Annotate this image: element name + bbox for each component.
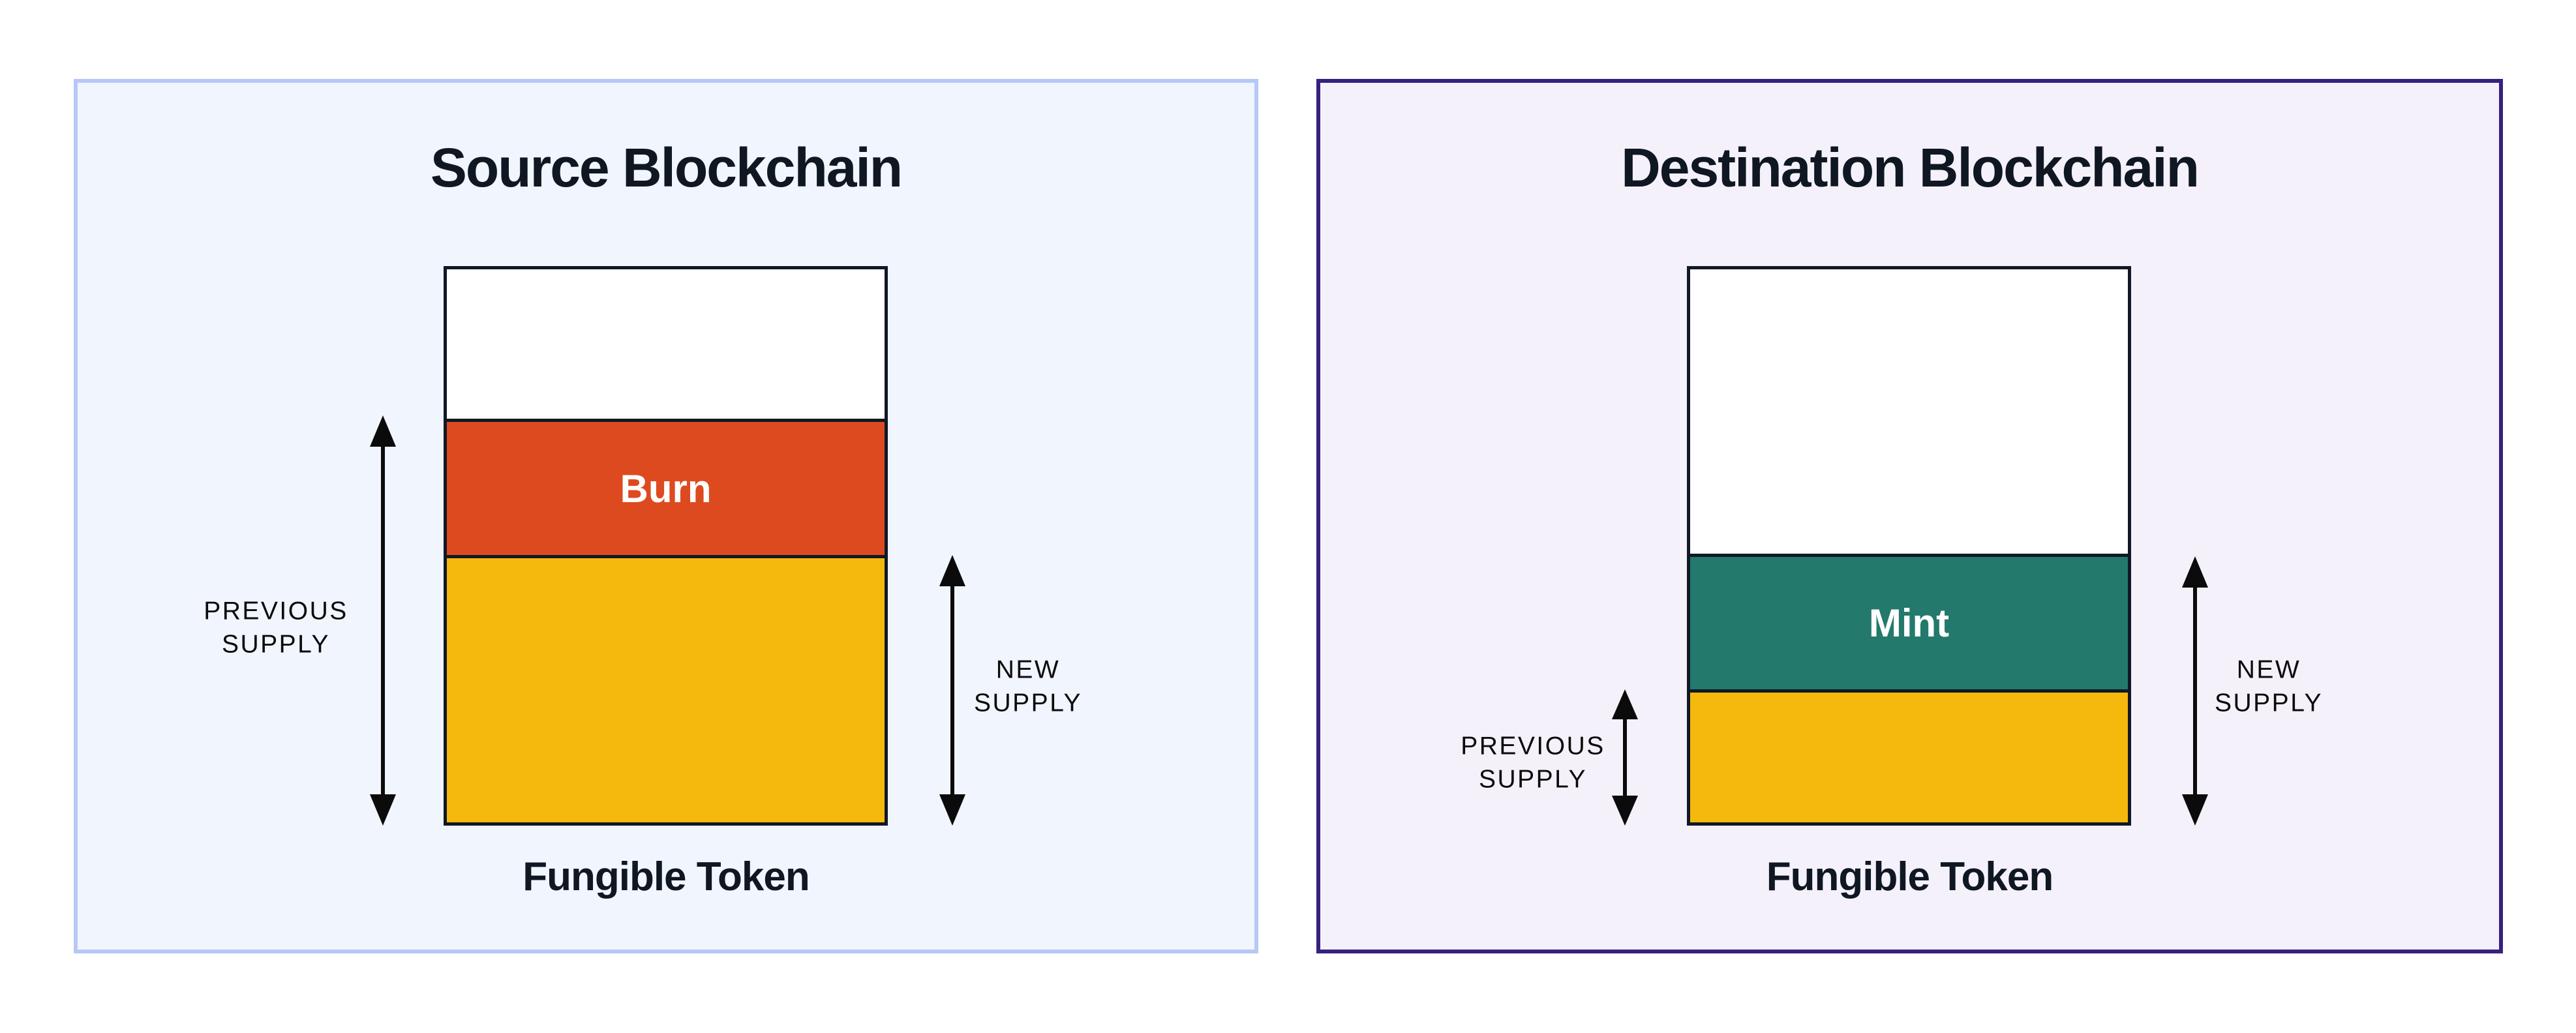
- destination-unissued-segment: [1690, 269, 2128, 554]
- destination-previous-supply-label: PREVIOUS SUPPLY: [1461, 732, 1605, 794]
- destination-blockchain-panel: Destination Blockchain Mint PREVIOUS SUP…: [1316, 79, 2503, 953]
- burn-segment-label: Burn: [620, 466, 712, 511]
- destination-previous-supply-segment: [1690, 689, 2128, 822]
- source-previous-supply-arrow-icon: [367, 415, 399, 826]
- source-token-label: Fungible Token: [523, 854, 810, 899]
- source-panel-title: Source Blockchain: [430, 137, 903, 198]
- destination-token-bar: Mint: [1687, 266, 2131, 826]
- source-previous-supply-label: PREVIOUS SUPPLY: [204, 597, 348, 659]
- mint-segment: Mint: [1690, 554, 2128, 689]
- source-blockchain-panel: Source Blockchain Burn PREVIOUS SUPPLY: [74, 79, 1258, 953]
- source-token-bar: Burn: [444, 266, 888, 826]
- source-new-supply-label: NEW SUPPLY: [973, 655, 1083, 717]
- source-new-supply-arrow-icon: [937, 555, 968, 826]
- destination-panel-title: Destination Blockchain: [1621, 137, 2200, 198]
- destination-previous-supply-arrow-icon: [1609, 689, 1641, 826]
- burn-segment: Burn: [447, 419, 885, 555]
- mint-segment-label: Mint: [1868, 601, 1950, 645]
- source-unissued-segment: [447, 269, 885, 419]
- destination-new-supply-label: NEW SUPPLY: [2214, 655, 2324, 717]
- source-remaining-supply-segment: [447, 555, 885, 822]
- destination-new-supply-arrow-icon: [2179, 556, 2211, 826]
- destination-token-label: Fungible Token: [1766, 854, 2054, 899]
